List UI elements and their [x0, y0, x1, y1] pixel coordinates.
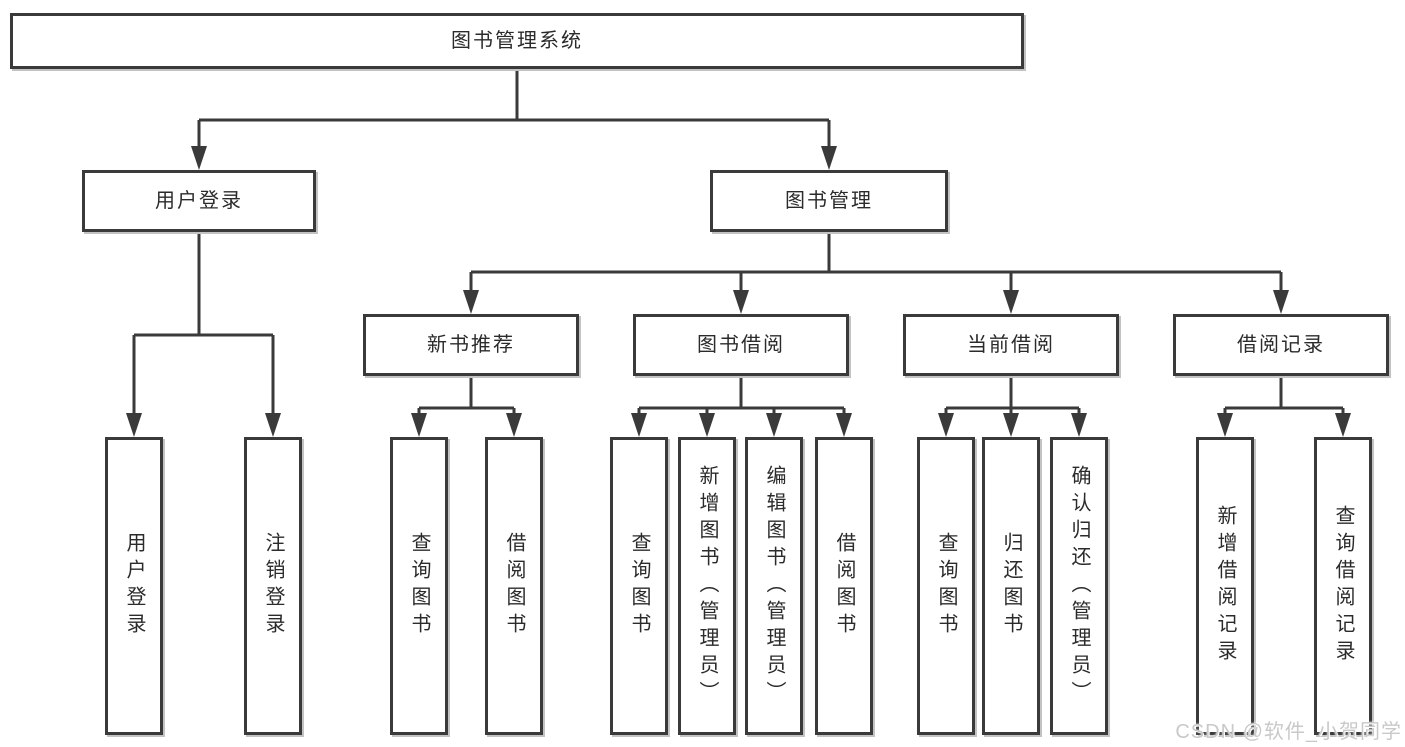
leaf-query-borrow-record: 查询借阅记录 [1314, 437, 1372, 735]
leaf-query-books-2: 查询图书 [610, 437, 668, 735]
connector-book-borrowing [631, 376, 852, 437]
connector-root [191, 69, 837, 170]
arrowhead [1071, 413, 1087, 437]
arrowhead [1335, 413, 1351, 437]
arrowhead [938, 413, 954, 437]
arrowhead [836, 413, 852, 437]
connector-borrowing-records [1217, 376, 1351, 437]
connector-book-management [463, 232, 1289, 314]
arrowhead [191, 146, 207, 170]
arrowhead [699, 413, 715, 437]
leaf-query-books-1: 查询图书 [390, 437, 448, 735]
arrowhead [463, 290, 479, 314]
node-library-system: 图书管理系统 [10, 13, 1024, 69]
leaf-logout-login: 注销登录 [244, 437, 302, 735]
connector-new-book-recommend [411, 376, 522, 437]
arrowhead [265, 413, 281, 437]
leaf-borrow-books-2: 借阅图书 [815, 437, 873, 735]
leaf-borrow-books-1: 借阅图书 [485, 437, 543, 735]
arrowhead [1273, 290, 1289, 314]
leaf-add-borrow-record: 新增借阅记录 [1196, 437, 1254, 735]
leaf-return-books: 归还图书 [982, 437, 1040, 735]
node-borrowing-records: 借阅记录 [1173, 314, 1389, 376]
watermark: CSDN @软件_小贺同学 [1175, 721, 1402, 743]
leaf-confirm-return-admin: 确认归还（管理员） [1050, 437, 1108, 735]
arrowhead [1003, 290, 1019, 314]
arrowhead [733, 290, 749, 314]
arrowhead [411, 413, 427, 437]
arrowhead [766, 413, 782, 437]
leaf-query-books-3: 查询图书 [917, 437, 975, 735]
node-current-borrowing: 当前借阅 [903, 314, 1119, 376]
leaf-user-login: 用户登录 [105, 437, 163, 735]
arrowhead [1003, 413, 1019, 437]
arrowhead [506, 413, 522, 437]
arrowhead [631, 413, 647, 437]
node-book-management: 图书管理 [710, 170, 948, 232]
leaf-edit-books-admin: 编辑图书（管理员） [745, 437, 803, 735]
arrowhead [126, 413, 142, 437]
connector-current-borrowing [938, 376, 1087, 437]
arrowhead [821, 146, 837, 170]
node-user-login: 用户登录 [82, 170, 316, 232]
node-new-book-recommend: 新书推荐 [363, 314, 579, 376]
leaf-add-books-admin: 新增图书（管理员） [678, 437, 736, 735]
node-book-borrowing: 图书借阅 [633, 314, 849, 376]
arrowhead [1217, 413, 1233, 437]
connector-user-login [126, 232, 281, 437]
